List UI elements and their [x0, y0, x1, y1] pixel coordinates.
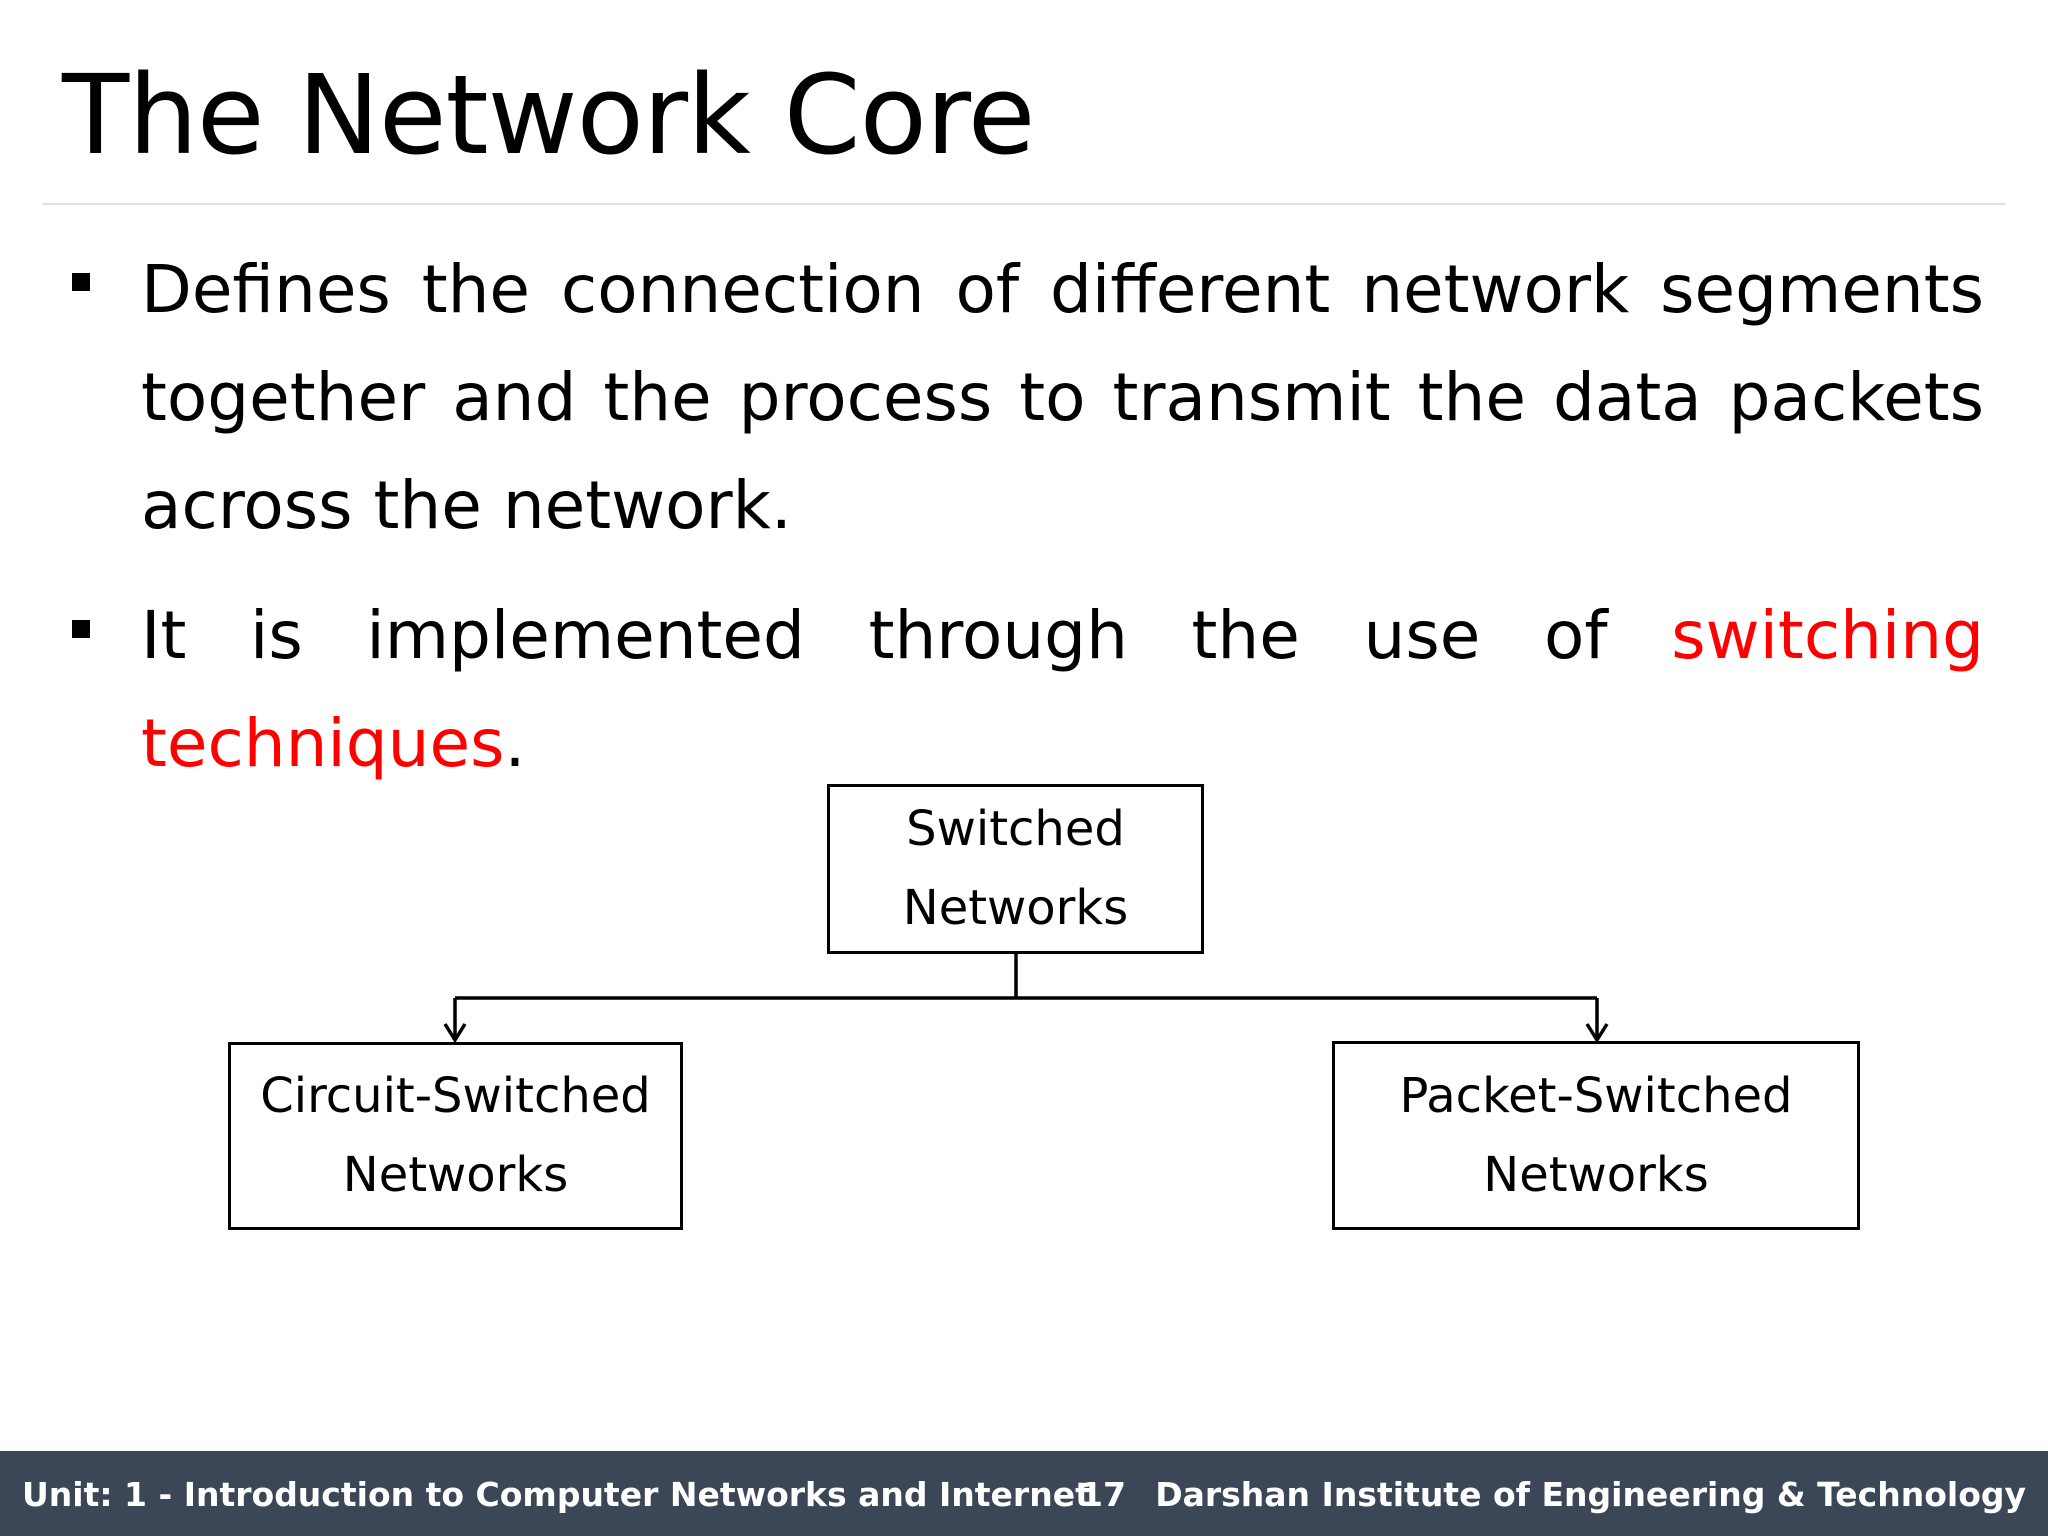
circuit-switched-box: Circuit-Switched Networks [228, 1042, 683, 1230]
footer-bar: Unit: 1 - Introduction to Computer Netwo… [0, 1451, 2048, 1536]
switched-networks-line2: Networks [902, 880, 1129, 936]
right-arrowhead-icon [1585, 1023, 1609, 1044]
page-number: 17 [1080, 1475, 1126, 1514]
bullet-2-text-after: . [504, 705, 526, 782]
left-arrowhead-icon [443, 1023, 467, 1044]
packet-switched-box: Packet-Switched Networks [1332, 1041, 1860, 1230]
packet-switched-line1: Packet-Switched [1399, 1067, 1793, 1124]
bullet-marker-2 [72, 620, 90, 638]
bullet-text-1: Defines the connection of different netw… [141, 251, 1984, 544]
footer-institute: Darshan Institute of Engineering & Techn… [1155, 1475, 2026, 1514]
circuit-switched-line1: Circuit-Switched [260, 1068, 651, 1124]
circuit-switched-line2: Networks [342, 1147, 569, 1203]
bullet-2-highlight: switching techniques [141, 597, 1984, 782]
switched-networks-box: Switched Networks [827, 784, 1204, 954]
footer-unit: Unit: 1 - Introduction to Computer Netwo… [22, 1475, 1091, 1514]
bullet-text-2: It is implemented through the use of swi… [141, 582, 1984, 798]
bullet-marker-1 [72, 273, 90, 291]
title-divider [42, 203, 2006, 205]
bullet-2-text-before: It is implemented through the use of [141, 597, 1672, 674]
switched-networks-line1: Switched [906, 801, 1125, 857]
packet-switched-line2: Networks [1483, 1146, 1709, 1203]
page-title: The Network Core [62, 51, 1035, 179]
